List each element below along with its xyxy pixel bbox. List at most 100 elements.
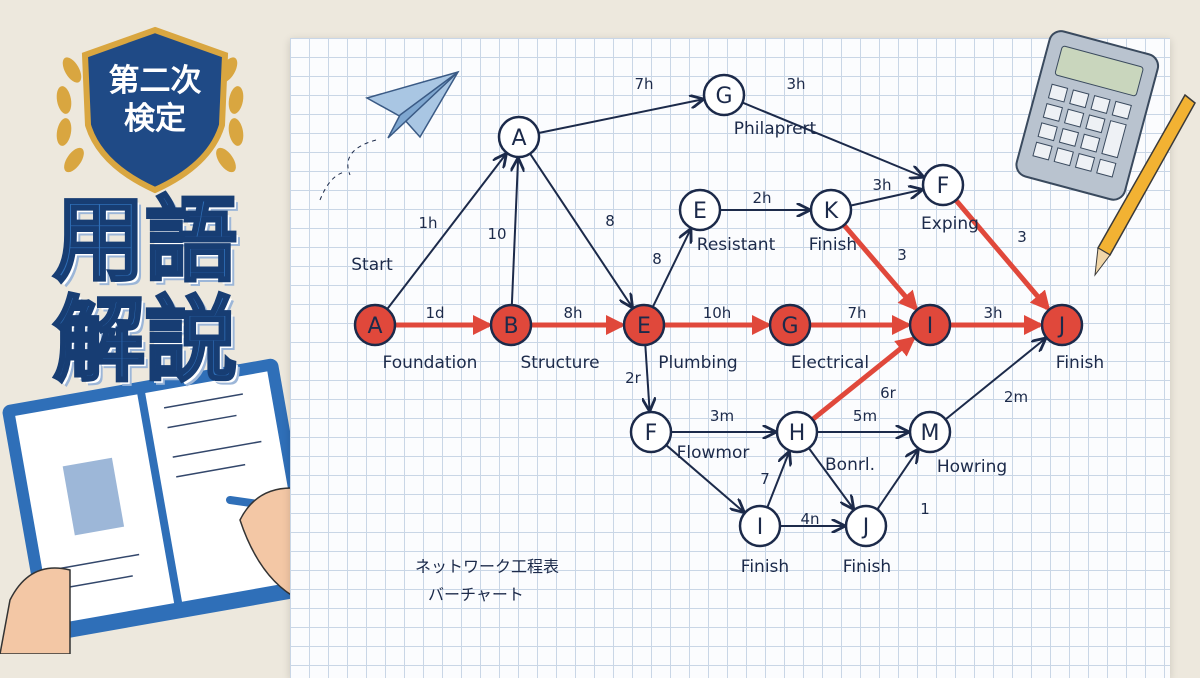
diagram-label: 2h — [752, 189, 771, 207]
node-letter: I — [757, 515, 764, 540]
diagram-label: Finish — [741, 557, 789, 577]
caption-bar-chart: バーチャート — [428, 585, 524, 604]
node-letter: I — [927, 314, 934, 339]
node-circle — [1040, 303, 1084, 347]
diagram-label: Plumbing — [658, 353, 737, 373]
diagram-label: Finish — [843, 557, 891, 577]
edge-A2-E1 — [529, 153, 632, 307]
diagram-label: 8h — [563, 304, 582, 322]
node-circle — [738, 504, 782, 548]
node-B1: B — [489, 303, 533, 347]
diagram-label: Finish — [809, 235, 857, 255]
diagram-label: 3 — [897, 246, 907, 264]
diagram-label: 6r — [880, 384, 897, 402]
node-E1: E — [622, 303, 666, 347]
hand-illustration — [239, 487, 300, 601]
diagram-label: 10h — [703, 304, 732, 322]
edge-J3-M — [876, 450, 917, 511]
node-E2: E — [678, 188, 722, 232]
node-circle — [622, 303, 666, 347]
laurel-badge — [0, 26, 300, 654]
node-J3: J — [844, 504, 888, 548]
node-circle — [921, 163, 965, 207]
node-letter: F — [645, 421, 658, 446]
edge-F3-I3 — [665, 444, 743, 512]
diagram-label: 8 — [652, 250, 662, 268]
node-letter: E — [693, 199, 707, 224]
node-circle — [489, 303, 533, 347]
diagram-label: 1d — [425, 304, 444, 322]
calculator-icon — [1015, 30, 1160, 201]
node-M: M — [908, 410, 952, 454]
node-I3: I — [738, 504, 782, 548]
node-letter: G — [781, 314, 798, 339]
node-letter: J — [1057, 314, 1066, 339]
node-letter: F — [937, 174, 950, 199]
badge-label: 第二次検定 — [80, 62, 230, 138]
node-letter: G — [715, 84, 732, 109]
diagram-label: 5m — [853, 407, 877, 425]
node-circle — [497, 115, 541, 159]
node-H: H — [775, 410, 819, 454]
edge-G2-F2 — [742, 101, 922, 177]
node-F3: F — [629, 410, 673, 454]
title-line-1: 用語 — [51, 187, 238, 294]
critical-edge-K-I1 — [842, 223, 919, 312]
node-circle — [702, 73, 746, 117]
diagram-label: 3h — [983, 304, 1002, 322]
diagram-label: Start — [351, 255, 393, 275]
critical-edge-H-I1 — [811, 336, 916, 422]
node-letter: E — [637, 314, 651, 339]
diagram-label: Foundation — [383, 353, 478, 373]
node-letter: K — [824, 199, 839, 224]
node-circle — [908, 410, 952, 454]
title-line-2: 解説 — [51, 287, 238, 394]
node-K: K — [809, 188, 853, 232]
edge-M-J1 — [944, 339, 1045, 421]
diagram-label: 7h — [634, 75, 653, 93]
node-letter: A — [367, 314, 382, 339]
diagram-label: 10 — [487, 225, 506, 243]
diagram-label: 3h — [872, 176, 891, 194]
diagram-label: 1 — [920, 500, 930, 518]
node-circle — [678, 188, 722, 232]
diagram-label: 2m — [1004, 388, 1028, 406]
diagram-label: Bonrl. — [825, 455, 875, 475]
node-G2: G — [702, 73, 746, 117]
node-circle — [908, 303, 952, 347]
diagram-label: 3 — [1017, 228, 1027, 246]
node-G1: G — [768, 303, 812, 347]
node-circle — [844, 504, 888, 548]
diagram-label: 8 — [605, 212, 615, 230]
node-circle — [775, 410, 819, 454]
diagram-label: 4n — [800, 510, 819, 528]
edge-I3-H — [766, 452, 789, 508]
badge-line-1: 第二次 — [108, 63, 202, 99]
diagram-label: 2r — [625, 369, 642, 387]
pencil-icon — [1094, 93, 1196, 277]
node-letter: M — [921, 421, 940, 446]
node-letter: B — [503, 314, 518, 339]
node-circle — [353, 303, 397, 347]
edge-H-J3 — [808, 447, 853, 508]
shield-icon — [81, 26, 229, 194]
diagram-label: Electrical — [791, 353, 869, 373]
edge-K-F2 — [850, 190, 922, 207]
node-letter: J — [861, 515, 870, 540]
diagram-label: 3h — [786, 75, 805, 93]
paper-plane-icon — [319, 70, 460, 201]
notebook-illustration — [0, 358, 300, 654]
edge-E1-E2 — [651, 230, 691, 308]
node-circle — [809, 188, 853, 232]
node-A1: A — [353, 303, 397, 347]
badge-line-2: 検定 — [124, 101, 186, 137]
diagram-label: Resistant — [697, 235, 776, 255]
node-circle — [629, 410, 673, 454]
diagram-label: Structure — [520, 353, 599, 373]
diagram-label: Exping — [921, 214, 979, 234]
edge-A1-A2 — [386, 154, 505, 310]
node-F2: F — [921, 163, 965, 207]
caption-network-schedule: ネットワーク工程表 — [415, 557, 560, 576]
node-letter: A — [511, 126, 526, 151]
